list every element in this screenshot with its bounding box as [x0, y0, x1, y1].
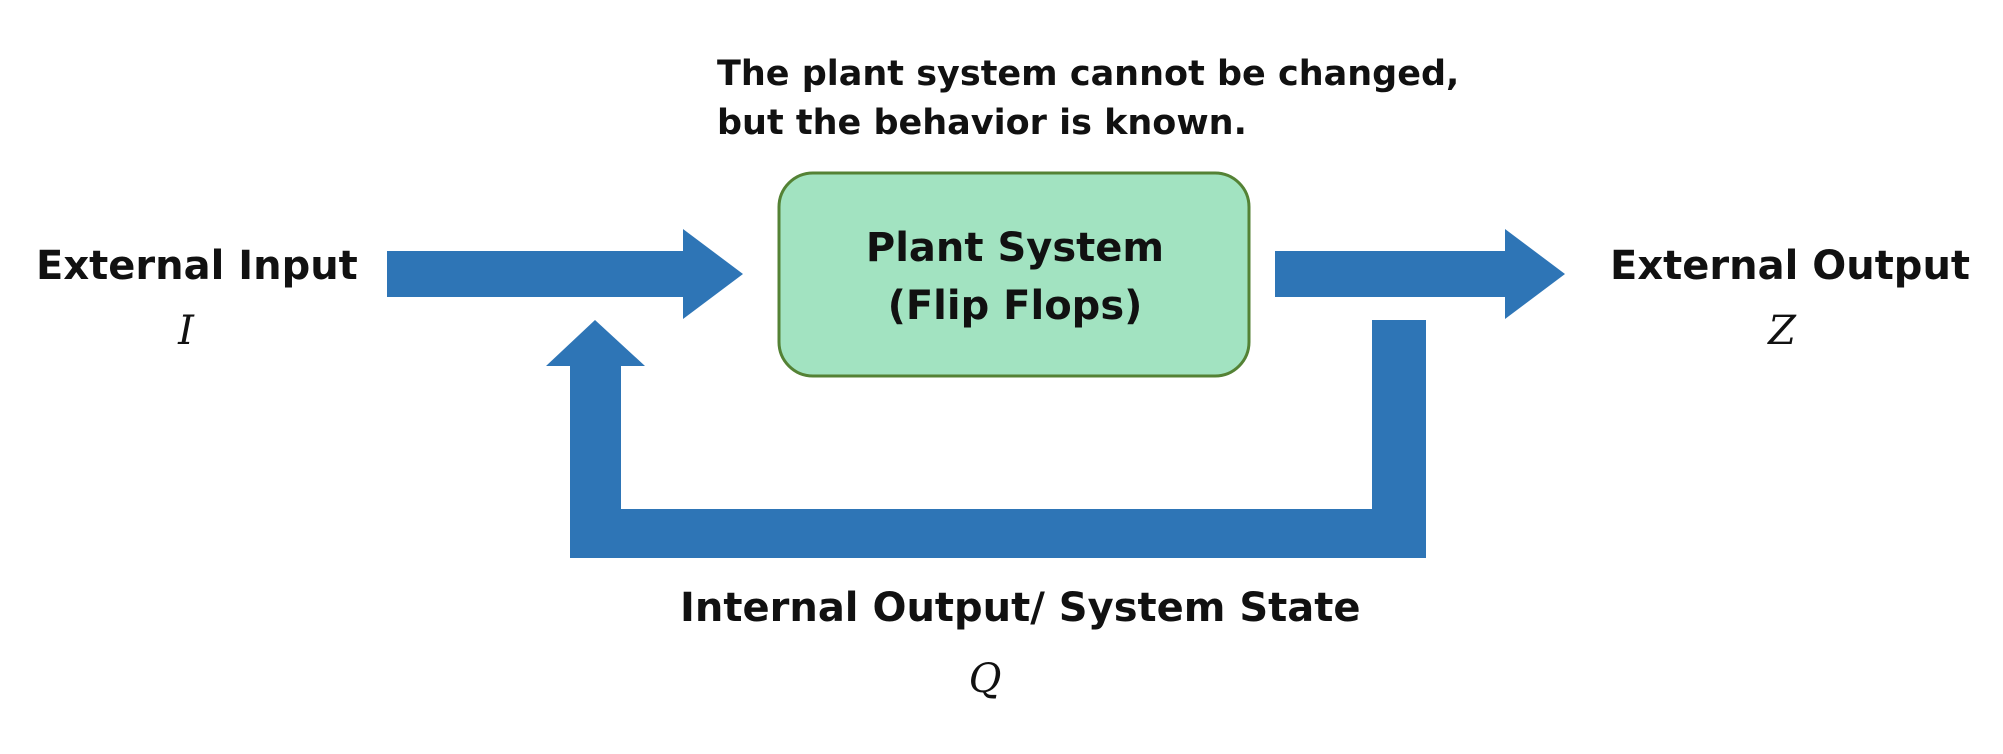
- external-input-symbol: I: [178, 308, 194, 354]
- plant-system-title: Plant System: [865, 225, 1165, 271]
- external-input-arrow: [387, 229, 743, 319]
- internal-output-symbol: Q: [968, 656, 1002, 702]
- feedback-loop-arrow: [546, 320, 1426, 558]
- plant-system-label: Plant System (Flip Flops): [780, 219, 1250, 335]
- plant-note-line-1: The plant system cannot be changed,: [717, 54, 1460, 94]
- plant-note-line-2: but the behavior is known.: [717, 103, 1247, 143]
- plant-system-subtitle: (Flip Flops): [887, 283, 1143, 329]
- external-output-label: External Output: [1610, 243, 1971, 289]
- plant-note: The plant system cannot be changed, but …: [717, 50, 1459, 148]
- external-output-arrow: [1275, 229, 1565, 319]
- internal-output-label: Internal Output/ System State: [680, 585, 1361, 631]
- plant-system-box: [777, 171, 1251, 378]
- external-input-label: External Input: [36, 243, 358, 289]
- external-output-symbol: Z: [1768, 308, 1796, 354]
